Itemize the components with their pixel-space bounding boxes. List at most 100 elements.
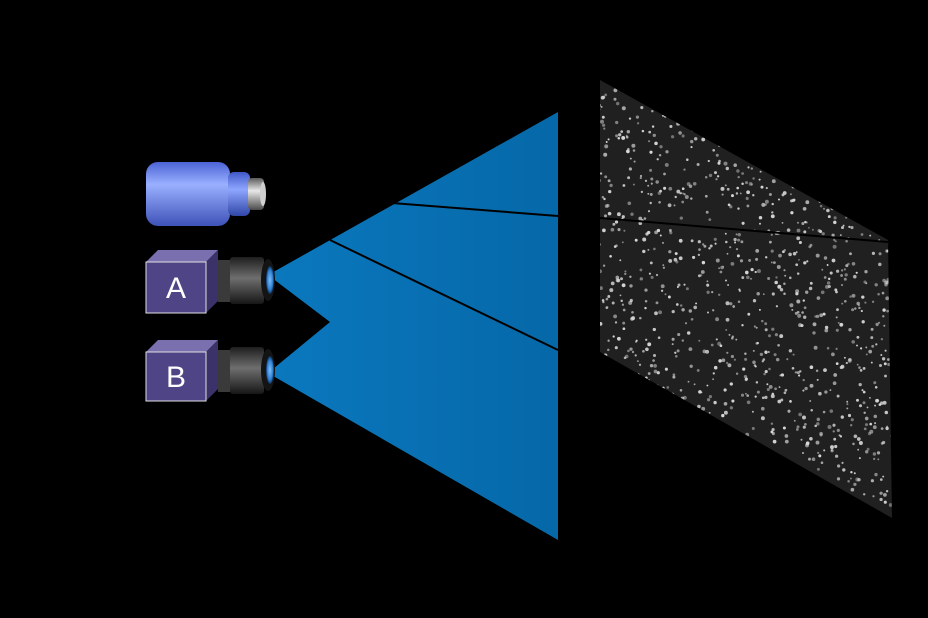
speckle-dot [662, 395, 667, 399]
speckle-dot [713, 423, 717, 428]
speckle-dot [727, 100, 732, 105]
speckle-dot [794, 487, 798, 490]
speckle-dot [781, 465, 784, 468]
speckle-dot [804, 164, 809, 168]
speckle-dot [848, 225, 851, 229]
speckle-dot [650, 421, 653, 425]
speckle-dot [631, 143, 636, 148]
speckle-dot [735, 192, 739, 195]
speckle-dot [635, 339, 638, 342]
speckle-dot [764, 328, 768, 332]
camera-b-lens-glass [266, 356, 274, 384]
speckle-dot [820, 290, 825, 295]
speckle-dot [624, 493, 627, 496]
speckle-dot [656, 228, 661, 233]
speckle-dot [693, 91, 697, 95]
speckle-dot [619, 429, 623, 433]
speckle-dot [822, 131, 826, 135]
speckle-dot [723, 410, 728, 415]
speckle-dot [747, 312, 751, 316]
speckle-dot [642, 249, 646, 254]
speckle-dot [715, 338, 718, 341]
speckle-dot [632, 449, 636, 452]
speckle-dot [637, 517, 640, 518]
speckle-dot [690, 123, 694, 127]
speckle-dot [788, 488, 792, 491]
speckle-dot [730, 354, 735, 359]
speckle-dot [767, 277, 771, 280]
speckle-dot [621, 241, 624, 244]
speckle-dot [793, 100, 797, 103]
speckle-target [599, 80, 892, 518]
speckle-dot [636, 360, 639, 363]
speckle-dot [657, 336, 661, 340]
speckle-dot [887, 137, 891, 142]
speckle-dot [764, 350, 768, 354]
speckle-dot [613, 83, 618, 88]
speckle-dot [826, 208, 830, 213]
speckle-dot [725, 301, 730, 306]
speckle-dot [797, 313, 802, 318]
speckle-dot [803, 486, 807, 490]
speckle-dot [648, 140, 651, 143]
speckle-dot [885, 280, 890, 285]
speckle-dot [617, 228, 621, 232]
speckle-dot [729, 468, 732, 471]
speckle-dot [660, 284, 665, 289]
speckle-dot [831, 352, 835, 357]
speckle-dot [619, 294, 622, 297]
speckle-dot [725, 126, 728, 129]
speckle-dot [878, 252, 882, 256]
speckle-dot [859, 347, 863, 350]
speckle-dot [762, 109, 765, 112]
speckle-dot [770, 430, 774, 434]
speckle-dot [630, 408, 634, 412]
speckle-dot [746, 190, 750, 195]
speckle-dot [831, 161, 835, 165]
speckle-dot [609, 288, 614, 293]
speckle-dot [817, 451, 820, 455]
speckle-dot [739, 435, 742, 438]
speckle-dot [640, 424, 645, 428]
speckle-dot [623, 453, 627, 456]
speckle-dot [771, 292, 775, 296]
speckle-dot [712, 372, 715, 375]
speckle-dot [636, 122, 640, 125]
speckle-dot [768, 367, 771, 371]
speckle-dot [620, 386, 624, 391]
speckle-dot [824, 325, 829, 330]
speckle-dot [768, 334, 771, 338]
camera-icon [145, 351, 207, 402]
speckle-dot [725, 361, 729, 365]
speckle-dot [605, 297, 609, 301]
speckle-dot [854, 307, 857, 310]
speckle-dot [814, 88, 817, 91]
speckle-dot [708, 218, 712, 221]
speckle-dot [809, 383, 814, 388]
speckle-dot [614, 465, 617, 468]
speckle-dot [799, 177, 804, 181]
speckle-dot [850, 470, 853, 474]
speckle-dot [669, 90, 673, 95]
speckle-dot [662, 114, 665, 117]
speckle-dot [841, 284, 843, 286]
speckle-dot [618, 468, 622, 473]
speckle-dot [836, 464, 841, 468]
speckle-dot [864, 416, 869, 421]
speckle-dot [615, 460, 619, 463]
speckle-dot [685, 480, 688, 483]
speckle-dot [690, 128, 695, 132]
speckle-dot [624, 354, 629, 359]
speckle-dot [691, 126, 696, 130]
speckle-dot [863, 280, 867, 284]
speckle-dot [829, 271, 833, 275]
speckle-dot [652, 133, 656, 138]
speckle-dot [643, 500, 647, 503]
speckle-dot [651, 481, 654, 484]
speckle-dot [603, 152, 608, 157]
speckle-dot [665, 408, 669, 412]
speckle-dot [859, 369, 863, 372]
speckle-dot [748, 182, 753, 186]
speckle-dot [875, 398, 879, 403]
